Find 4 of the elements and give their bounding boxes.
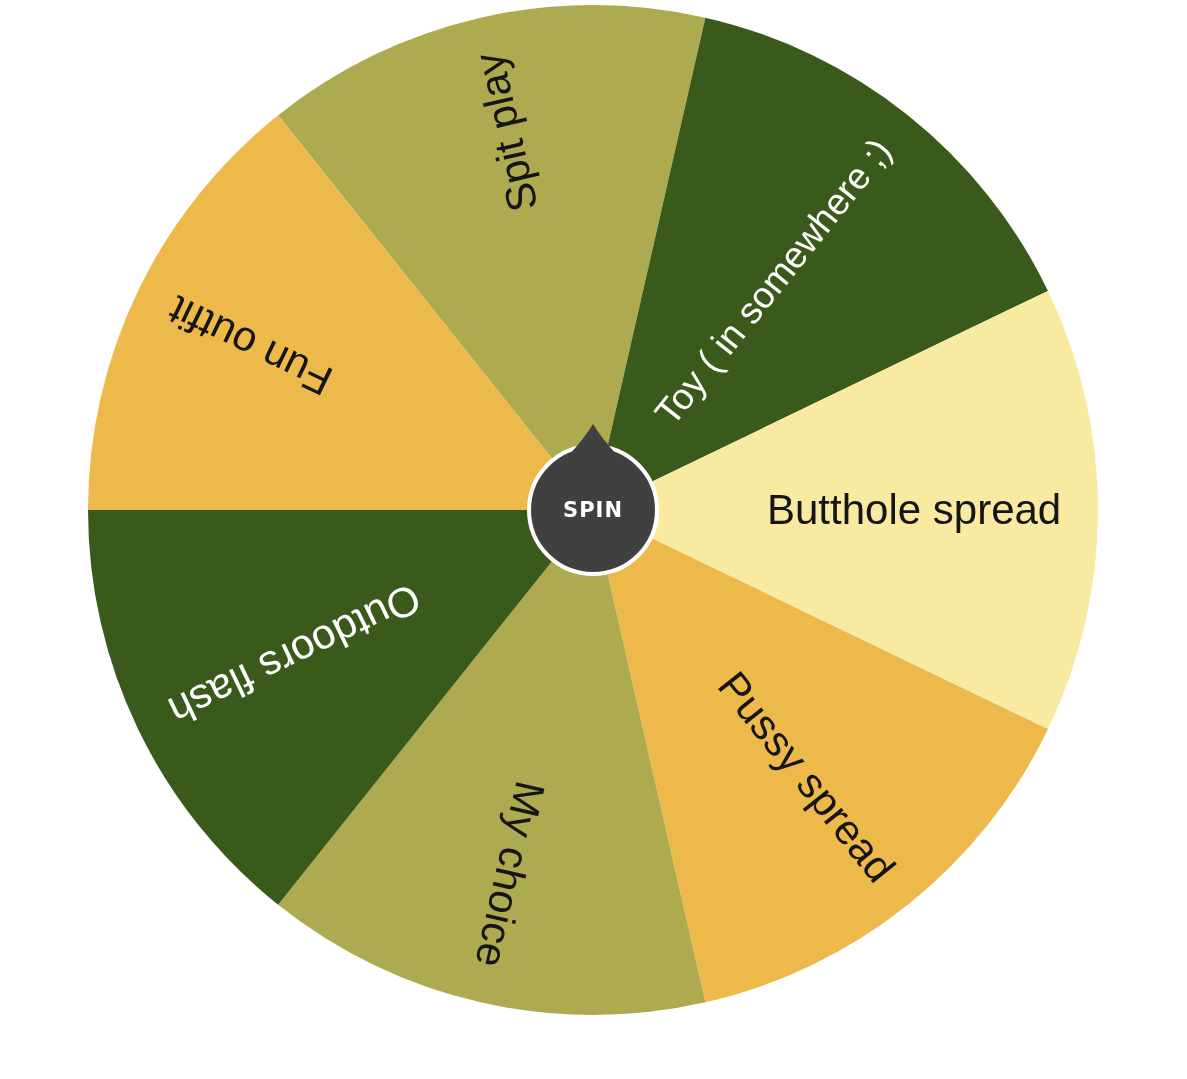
segment-label: Fun outfit xyxy=(160,285,340,405)
segment-label: Spit play xyxy=(465,48,548,217)
segment-label: Butthole spread xyxy=(767,486,1062,535)
segment-label: My choice xyxy=(465,776,555,972)
